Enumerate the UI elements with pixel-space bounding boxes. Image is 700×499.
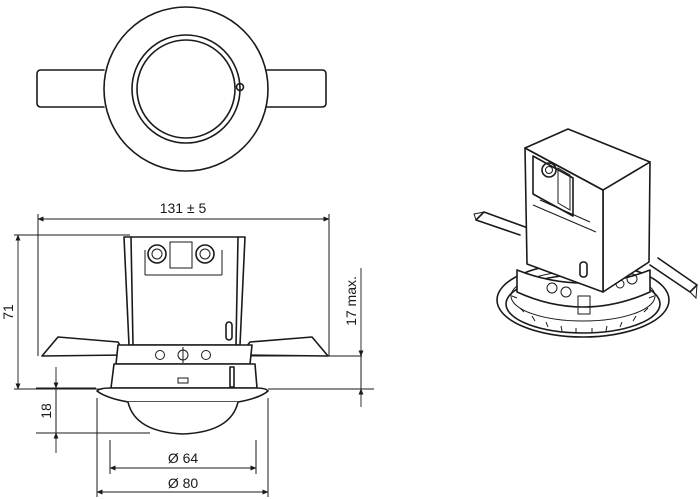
iso-flange-teeth [511, 295, 655, 333]
side-flange [96, 387, 269, 403]
side-base [115, 344, 253, 365]
iso-left-wing [475, 211, 529, 236]
label-lens-diameter: Ø 64 [168, 450, 199, 466]
isometric-view [473, 128, 698, 338]
label-overall-height: 71 [0, 304, 16, 320]
top-view-lens-ring [131, 34, 241, 144]
side-housing [123, 236, 246, 346]
label-cover-height: 18 [38, 403, 54, 419]
label-flange-diameter: Ø 80 [168, 475, 199, 491]
top-view-flange [103, 6, 269, 172]
side-collar [110, 363, 258, 389]
side-lens-dome [127, 401, 239, 435]
side-view [14, 214, 374, 497]
iso-housing-slot [579, 261, 588, 278]
iso-base [516, 269, 651, 308]
dimension-height: 71 [0, 234, 21, 390]
top-view [36, 6, 327, 172]
side-left-wing [41, 336, 127, 357]
label-max-depth: 17 max. [343, 276, 359, 326]
dimension-cover-height: 18 [38, 367, 59, 453]
side-right-wing [239, 336, 329, 357]
dimension-lens-diameter: Ø 64 [109, 450, 257, 471]
label-overall-width: 131 ± 5 [160, 200, 207, 216]
top-view-lens [136, 39, 236, 139]
top-view-right-clip [266, 69, 327, 108]
housing-slot [225, 321, 233, 341]
top-view-left-clip [36, 69, 105, 108]
terminal-block [147, 241, 215, 269]
dimension-max-depth: 17 max. [343, 268, 364, 407]
top-view-led [235, 82, 245, 92]
dimension-flange-diameter: Ø 80 [96, 475, 269, 495]
iso-right-wing [649, 257, 698, 293]
dimension-width: 131 ± 5 [37, 200, 330, 222]
iso-terminal [532, 155, 591, 223]
iso-housing-top [524, 128, 651, 191]
